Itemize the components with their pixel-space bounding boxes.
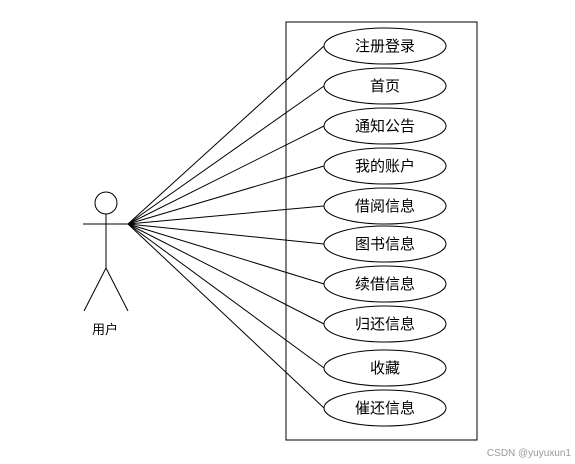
association-lines	[127, 45, 325, 409]
association-favorites	[127, 223, 325, 369]
use-case-borrow-info: 借阅信息	[323, 187, 447, 225]
use-case-ellipse	[323, 389, 447, 427]
use-case-label: 续借信息	[355, 275, 415, 293]
use-case-overdue-reminder: 催还信息	[323, 389, 447, 427]
use-case-ellipse	[323, 265, 447, 303]
association-renew-info	[127, 223, 325, 285]
use-case-label: 借阅信息	[355, 197, 415, 215]
use-case-ellipse	[323, 349, 447, 387]
use-case-favorites: 收藏	[323, 349, 447, 387]
association-notices	[127, 125, 325, 225]
use-case-label: 通知公告	[355, 117, 415, 135]
use-case-home: 首页	[323, 67, 447, 105]
use-case-ellipse	[323, 147, 447, 185]
use-case-ellipse	[323, 305, 447, 343]
use-case-book-info: 图书信息	[323, 225, 447, 263]
use-case-label: 图书信息	[355, 235, 415, 253]
use-case-register-login: 注册登录	[323, 27, 447, 65]
use-case-return-info: 归还信息	[323, 305, 447, 343]
actor-user: 用户	[83, 191, 129, 338]
use-case-label: 归还信息	[355, 315, 415, 333]
association-return-info	[127, 223, 325, 325]
use-case-label: 首页	[370, 77, 400, 95]
actor-left-leg	[83, 267, 107, 312]
association-my-account	[127, 165, 325, 225]
association-home	[127, 85, 325, 225]
association-borrow-info	[127, 205, 325, 225]
use-case-ellipse	[323, 67, 447, 105]
use-case-notices: 通知公告	[323, 107, 447, 145]
use-case-ellipse	[323, 187, 447, 225]
use-case-label: 我的账户	[355, 157, 415, 175]
use-case-label: 催还信息	[355, 399, 415, 417]
actor-head	[94, 191, 118, 215]
actor-right-leg	[105, 267, 129, 312]
use-case-my-account: 我的账户	[323, 147, 447, 185]
use-case-label: 收藏	[370, 359, 400, 377]
use-case-label: 注册登录	[355, 37, 415, 55]
actor-label: 用户	[92, 322, 118, 338]
association-overdue-reminder	[127, 223, 325, 409]
watermark: CSDN @yuyuxun1	[487, 448, 572, 459]
association-register-login	[127, 45, 325, 225]
use-case-ellipse	[323, 107, 447, 145]
use-case-ellipse	[323, 27, 447, 65]
use-case-renew-info: 续借信息	[323, 265, 447, 303]
use-case-ellipse	[323, 225, 447, 263]
association-book-info	[127, 223, 325, 245]
system-boundary	[285, 21, 478, 441]
